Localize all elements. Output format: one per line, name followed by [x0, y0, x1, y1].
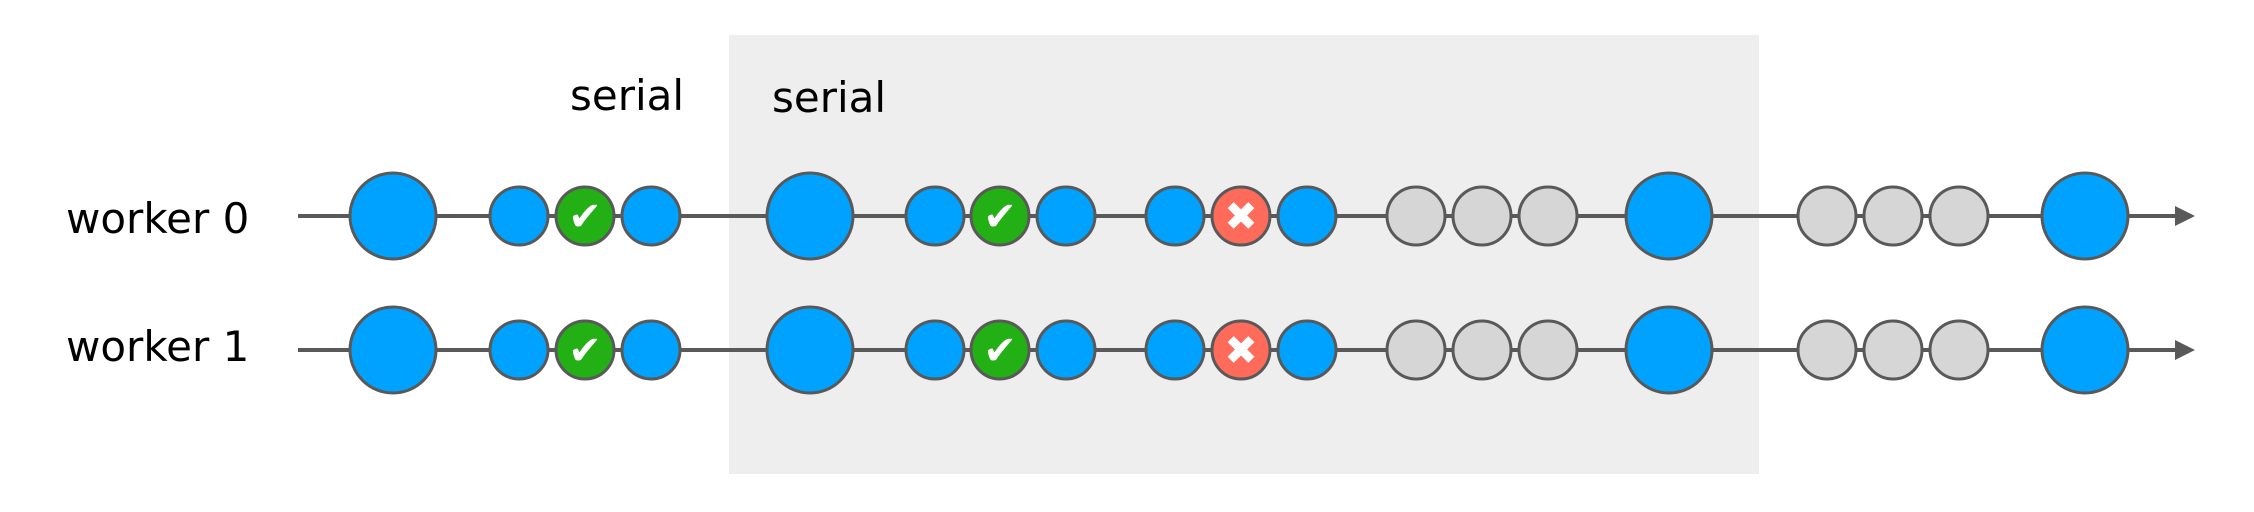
gray-small-node	[1796, 319, 1858, 381]
blue-small-node	[904, 319, 966, 381]
gray-small-node	[1862, 185, 1924, 247]
gray-small-node	[1928, 185, 1990, 247]
arrow-right-icon	[2175, 206, 2195, 226]
blue-small-node	[1035, 185, 1097, 247]
worker-1-timeline: ✔ ✔ ✖	[298, 305, 2195, 395]
blue-small-node	[620, 319, 682, 381]
serial-label-left: serial	[570, 71, 684, 120]
blue-small-node	[1276, 185, 1338, 247]
blue-small-node	[1276, 319, 1338, 381]
check-icon: ✔	[983, 328, 1017, 374]
blue-large-node	[765, 171, 855, 261]
blue-small-node	[1144, 185, 1206, 247]
worker-0-timeline: ✔ ✔ ✖	[298, 171, 2195, 261]
blue-large-node	[765, 305, 855, 395]
blue-small-node	[904, 185, 966, 247]
green-check-node	[554, 185, 616, 247]
blue-small-node	[488, 319, 550, 381]
green-check-node	[969, 319, 1031, 381]
blue-large-node	[348, 305, 438, 395]
cross-icon: ✖	[1224, 194, 1258, 240]
green-check-node	[969, 185, 1031, 247]
gray-small-node	[1862, 319, 1924, 381]
gray-small-node	[1796, 185, 1858, 247]
gray-small-node	[1517, 185, 1579, 247]
gray-small-node	[1451, 185, 1513, 247]
arrow-right-icon	[2175, 340, 2195, 360]
gray-small-node	[1385, 185, 1447, 247]
serial-label-right: serial	[772, 73, 886, 122]
worker-0-label: worker 0	[66, 194, 249, 243]
gray-small-node	[1451, 319, 1513, 381]
check-icon: ✔	[983, 194, 1017, 240]
shaded-serial-region	[729, 35, 1759, 474]
check-icon: ✔	[568, 328, 602, 374]
blue-small-node	[1144, 319, 1206, 381]
blue-small-node	[1035, 319, 1097, 381]
worker-1-label: worker 1	[66, 322, 249, 371]
blue-small-node	[488, 185, 550, 247]
blue-large-node	[2040, 171, 2130, 261]
green-check-node	[554, 319, 616, 381]
red-cross-node	[1210, 319, 1272, 381]
cross-icon: ✖	[1224, 328, 1258, 374]
blue-large-node	[1624, 171, 1714, 261]
check-icon: ✔	[568, 194, 602, 240]
blue-large-node	[1624, 305, 1714, 395]
blue-small-node	[620, 185, 682, 247]
gray-small-node	[1385, 319, 1447, 381]
red-cross-node	[1210, 185, 1272, 247]
blue-large-node	[348, 171, 438, 261]
blue-large-node	[2040, 305, 2130, 395]
gray-small-node	[1517, 319, 1579, 381]
gray-small-node	[1928, 319, 1990, 381]
